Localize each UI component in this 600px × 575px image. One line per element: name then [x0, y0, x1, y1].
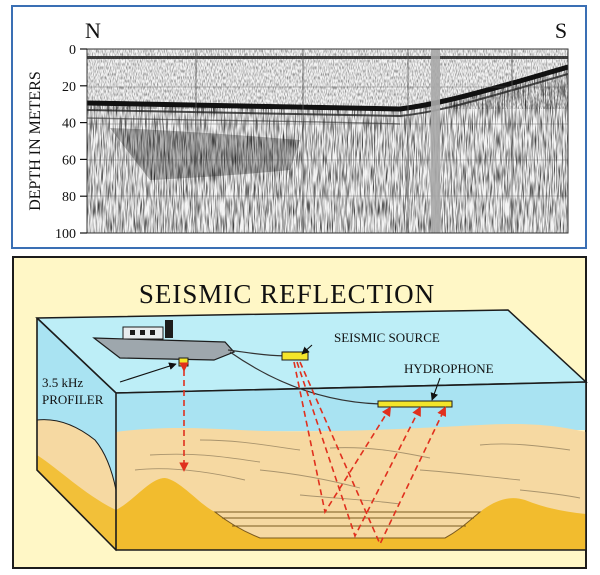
y-axis-label: DEPTH IN METERS [27, 71, 44, 211]
depth-tick-marks [80, 48, 87, 234]
hydrophone-label: HYDROPHONE [404, 361, 494, 376]
profiler-label-line2: PROFILER [42, 392, 104, 407]
diagram-title: SEISMIC REFLECTION [139, 279, 435, 309]
sonar-record [87, 49, 568, 233]
depth-tick-label: 20 [62, 80, 76, 95]
hydrophone-tow-cable [229, 351, 381, 405]
profiler-transducer [178, 357, 189, 367]
depth-tick-label: 40 [62, 117, 76, 132]
compass-south: S [555, 18, 567, 43]
seismic-profile-panel: 0 20 40 60 80 100 DEPTH IN METERS N S [11, 5, 587, 249]
water-column [116, 382, 586, 432]
depth-tick-label: 100 [55, 227, 76, 242]
profiler-label-line1: 3.5 kHz [42, 375, 83, 390]
seismic-rays [179, 361, 447, 546]
depth-tick-label: 0 [69, 43, 76, 58]
compass-north: N [85, 18, 101, 43]
seismic-source [281, 351, 309, 361]
seismic-reflection-diagram: SEISMIC REFLECTION [12, 256, 588, 569]
hydrophone-streamer [377, 400, 453, 408]
survey-ship-icon [92, 320, 236, 361]
depth-tick-label: 80 [62, 190, 76, 205]
depth-tick-labels: 0 20 40 60 80 100 [55, 43, 76, 242]
seismic-source-label: SEISMIC SOURCE [334, 330, 440, 345]
depth-tick-label: 60 [62, 153, 76, 168]
